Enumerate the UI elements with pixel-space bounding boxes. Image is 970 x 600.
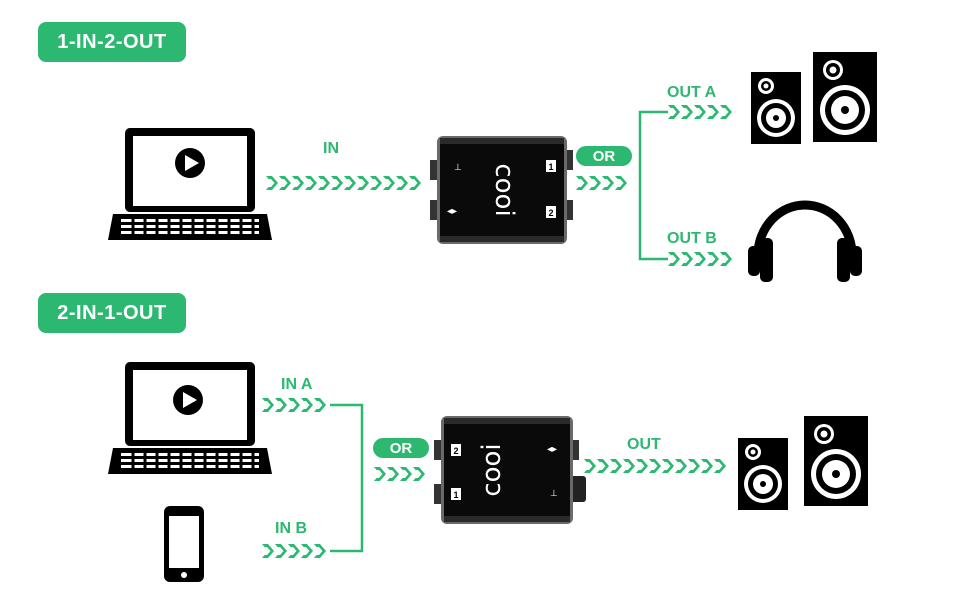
port-1-top: 1 [548,162,553,172]
branch-line-out-b [638,183,668,261]
label-in-b: IN B [275,520,307,537]
label-in: IN [323,140,339,157]
or-badge-bottom: OR [373,438,429,458]
title-1-in-2-out: 1-IN-2-OUT [38,22,186,62]
branch-line-out-a [638,110,668,183]
play-icon-bottom [173,385,203,415]
out-a-arrows [668,105,732,119]
play-icon-top [175,148,205,178]
smartphone-icon [164,506,204,582]
label-out-a: OUT A [667,84,717,101]
device-logo-top: cooi [489,163,519,216]
out-arrows-bottom [584,459,726,473]
svg-text:⊥: ⊥ [550,489,558,499]
headphones-icon [748,200,862,282]
port-1-bottom: 1 [453,490,458,500]
switch-device-bottom: ◂▸ ⊥ [434,416,586,524]
laptop-icon-top [106,126,274,242]
svg-text:◂▸: ◂▸ [547,444,557,455]
in-b-arrows [262,544,326,558]
device-logo-bottom: cooi [477,443,507,496]
in-a-arrows [262,398,326,412]
speaker-big-icon-top [813,52,877,142]
svg-text:⊥: ⊥ [454,163,462,173]
speaker-big-icon-bottom [804,416,868,506]
out-arrow-chain-top [576,176,627,190]
label-in-a: IN A [281,376,313,393]
port-2-bottom: 2 [453,446,458,456]
or-badge-top: OR [576,146,632,166]
merge-bracket [330,403,364,553]
laptop-icon-bottom [106,360,274,476]
in-arrow-chain [266,176,421,190]
svg-text:◂▸: ◂▸ [447,206,457,217]
or-arrow-chain-bottom [374,467,425,481]
speaker-small-icon-bottom [738,438,788,510]
out-b-arrows [668,252,732,266]
title-2-in-1-out: 2-IN-1-OUT [38,293,186,333]
label-out-b: OUT B [667,230,717,247]
label-out: OUT [627,436,661,453]
port-2-top: 2 [548,208,553,218]
speaker-small-icon-top [751,72,801,144]
switch-device-top: ⊥ ◂▸ [430,136,573,244]
